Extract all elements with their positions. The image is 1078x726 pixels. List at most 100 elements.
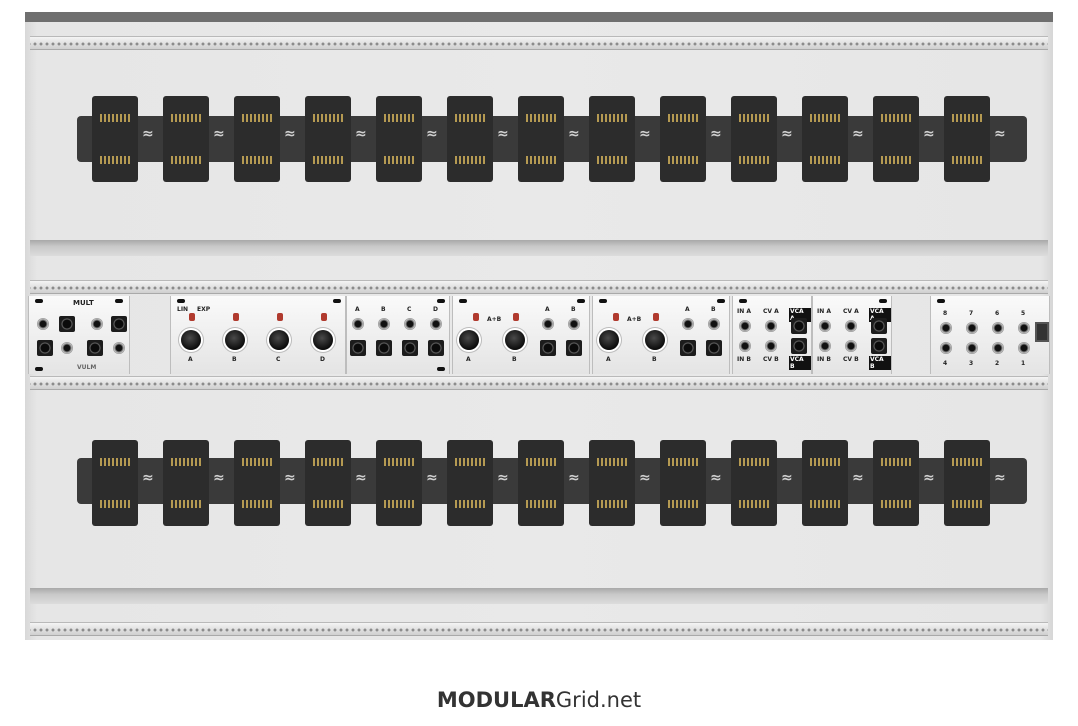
busboard-logo-icon: ≈ xyxy=(639,470,651,486)
io-jack[interactable] xyxy=(1018,322,1030,334)
vca-a-out-jack[interactable] xyxy=(791,318,807,334)
io-jack[interactable] xyxy=(940,342,952,354)
input-jack[interactable] xyxy=(378,318,390,330)
lin-exp-switch[interactable] xyxy=(189,313,195,321)
cv-b-jack[interactable] xyxy=(765,340,777,352)
jack-label-a: A xyxy=(685,306,690,313)
input-jack[interactable] xyxy=(682,318,694,330)
knob-a[interactable] xyxy=(459,330,479,350)
output-jack[interactable] xyxy=(540,340,556,356)
vca-b-out-jack[interactable] xyxy=(871,338,887,354)
input-jack[interactable] xyxy=(542,318,554,330)
jack-label-c: C xyxy=(407,306,412,313)
busboard-logo-icon: ≈ xyxy=(355,126,367,142)
lin-exp-switch[interactable] xyxy=(653,313,659,321)
io-jack[interactable] xyxy=(1018,342,1030,354)
mult-jack[interactable] xyxy=(61,342,73,354)
busboard-connector xyxy=(873,440,919,526)
knob-b[interactable] xyxy=(505,330,525,350)
footer-brand-suffix: Grid.net xyxy=(555,688,642,712)
busboard-connector xyxy=(518,96,564,182)
mult-jack[interactable] xyxy=(37,340,53,356)
output-jack[interactable] xyxy=(402,340,418,356)
bottom-rail xyxy=(30,622,1048,636)
io-jack[interactable] xyxy=(940,322,952,334)
input-jack[interactable] xyxy=(430,318,442,330)
busboard-logo-icon: ≈ xyxy=(923,470,935,486)
mult-jack[interactable] xyxy=(59,316,75,332)
knob-a[interactable] xyxy=(599,330,619,350)
input-jack[interactable] xyxy=(404,318,416,330)
cv-a-jack[interactable] xyxy=(845,320,857,332)
vca-a-out-jack[interactable] xyxy=(871,318,887,334)
output-jack[interactable] xyxy=(376,340,392,356)
busboard-connector xyxy=(589,96,635,182)
busboard-logo-icon: ≈ xyxy=(994,470,1006,486)
io-label: 2 xyxy=(995,360,1000,367)
knob-b[interactable] xyxy=(645,330,665,350)
busboard-connector xyxy=(305,440,351,526)
output-jack[interactable] xyxy=(566,340,582,356)
mult-jack[interactable] xyxy=(37,318,49,330)
busboard-logo-icon: ≈ xyxy=(568,126,580,142)
output-jack[interactable] xyxy=(680,340,696,356)
cv-b-jack[interactable] xyxy=(845,340,857,352)
busboard-logo-icon: ≈ xyxy=(213,470,225,486)
output-jack[interactable] xyxy=(706,340,722,356)
busboard-connector xyxy=(660,96,706,182)
knob-c[interactable] xyxy=(269,330,289,350)
footer-brand[interactable]: MODULARGrid.net xyxy=(0,688,1078,712)
input-jack[interactable] xyxy=(352,318,364,330)
input-jack[interactable] xyxy=(708,318,720,330)
io-label: 4 xyxy=(943,360,948,367)
vca-b-out-jack[interactable] xyxy=(791,338,807,354)
lin-exp-switch[interactable] xyxy=(321,313,327,321)
ethernet-port-icon[interactable] xyxy=(1035,322,1049,342)
screw xyxy=(577,299,585,303)
knob-label-a: A xyxy=(606,356,611,363)
io-label: 6 xyxy=(995,310,1000,317)
lin-exp-switch[interactable] xyxy=(613,313,619,321)
in-a-jack[interactable] xyxy=(819,320,831,332)
io-jack[interactable] xyxy=(992,322,1004,334)
output-jack[interactable] xyxy=(428,340,444,356)
busboard-logo-icon: ≈ xyxy=(710,126,722,142)
io-jack[interactable] xyxy=(992,342,1004,354)
mult-jack[interactable] xyxy=(113,342,125,354)
busboard-connector xyxy=(660,440,706,526)
input-jack[interactable] xyxy=(568,318,580,330)
io-jack[interactable] xyxy=(966,322,978,334)
knob-a[interactable] xyxy=(181,330,201,350)
jack-label-b: B xyxy=(381,306,386,313)
mult-jack[interactable] xyxy=(87,340,103,356)
busboard-connector xyxy=(873,96,919,182)
vca-pair-module-2: IN A CV A VCA A IN B CV B VCA B xyxy=(812,296,892,374)
io-jack[interactable] xyxy=(966,342,978,354)
screw xyxy=(115,299,123,303)
busboard-logo-icon: ≈ xyxy=(284,470,296,486)
knob-d[interactable] xyxy=(313,330,333,350)
in-a-jack[interactable] xyxy=(739,320,751,332)
middle-rail-upper xyxy=(30,280,1048,294)
mult-jack[interactable] xyxy=(91,318,103,330)
in-b-jack[interactable] xyxy=(819,340,831,352)
output-jack[interactable] xyxy=(350,340,366,356)
footer-brand-bold: MODULAR xyxy=(436,688,556,712)
lin-exp-switch[interactable] xyxy=(277,313,283,321)
lin-exp-switch[interactable] xyxy=(233,313,239,321)
lin-exp-switch[interactable] xyxy=(513,313,519,321)
busboard-connector xyxy=(802,440,848,526)
cv-a-label: CV A xyxy=(843,308,859,315)
knob-label-b: B xyxy=(232,356,237,363)
busboard-logo-icon: ≈ xyxy=(639,126,651,142)
jack-label-b: B xyxy=(711,306,716,313)
screw xyxy=(177,299,185,303)
in-b-jack[interactable] xyxy=(739,340,751,352)
mult-jack[interactable] xyxy=(111,316,127,332)
cv-a-jack[interactable] xyxy=(765,320,777,332)
busboard-connector xyxy=(163,96,209,182)
io-label: 8 xyxy=(943,310,948,317)
knob-b[interactable] xyxy=(225,330,245,350)
lin-exp-switch[interactable] xyxy=(473,313,479,321)
io-label: 5 xyxy=(1021,310,1026,317)
